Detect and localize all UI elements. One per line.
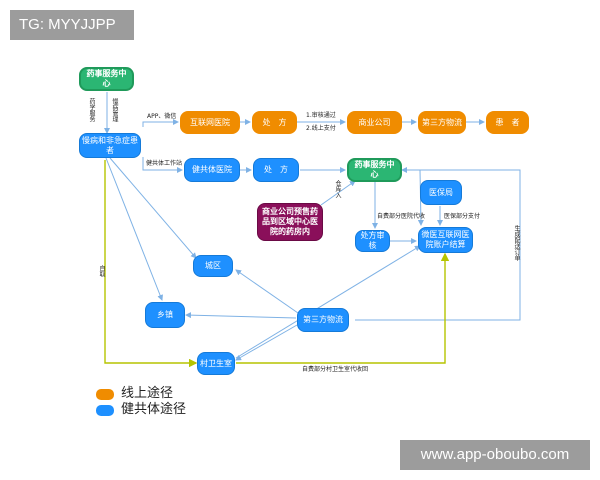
node-prescription-online: 处 方 bbox=[252, 111, 297, 134]
node-pharmacy-center-top: 药事服务中心 bbox=[79, 67, 134, 91]
label-gongti-station: 健共体工作站 bbox=[146, 160, 183, 167]
label-review-pass: 1.审核通过 bbox=[306, 112, 336, 119]
node-community-hospital: 健共体医院 bbox=[184, 158, 240, 182]
node-village: 乡镇 bbox=[145, 302, 185, 328]
label-app-wechat: APP、微信 bbox=[147, 113, 177, 120]
watermark-bottom: www.app-oboubo.com bbox=[400, 440, 590, 470]
label-online-pay: 2.线上支付 bbox=[306, 125, 336, 132]
node-settlement: 微医互联网医院账户结算 bbox=[418, 227, 473, 253]
node-commercial-presale: 商业公司预售药品到区域中心医院的药房内 bbox=[257, 203, 323, 241]
node-patient: 慢病和非急症患者 bbox=[79, 133, 141, 158]
legend-label-gongti: 健共体途径 bbox=[121, 402, 187, 417]
label-self-pay-clinic: 自费部分村卫生室代收回 bbox=[302, 366, 369, 373]
node-prescription-gongti: 处 方 bbox=[253, 158, 299, 182]
node-patient-end: 患 者 bbox=[486, 111, 529, 134]
node-prescription-review: 处方审核 bbox=[355, 230, 390, 252]
watermark-top: TG: MYYJJPP bbox=[10, 10, 134, 40]
legend-label-online: 线上途径 bbox=[121, 386, 174, 401]
label-insurance-pay: 医保部分支付 bbox=[444, 213, 481, 220]
node-internet-hospital: 互联网医院 bbox=[180, 111, 240, 134]
node-insurance-bureau: 医保局 bbox=[420, 180, 462, 205]
label-chronic-mgmt: 慢病管理 bbox=[111, 98, 118, 122]
label-self-pickup: 自取 bbox=[98, 265, 105, 277]
node-commercial-company: 商业公司 bbox=[347, 111, 402, 134]
label-deliver-in: 仓库入 bbox=[334, 180, 341, 198]
node-third-logistics-bottom: 第三方物流 bbox=[297, 308, 349, 332]
node-town: 城区 bbox=[193, 255, 233, 277]
legend-swatch-online bbox=[96, 389, 114, 400]
legend-swatch-gongti bbox=[96, 405, 114, 416]
node-village-clinic: 村卫生室 bbox=[197, 352, 235, 375]
node-third-logistics-top: 第三方物流 bbox=[418, 111, 466, 134]
label-self-pay-collect: 自费部分医院代收 bbox=[377, 213, 426, 220]
node-pharmacy-center-mid: 药事服务中心 bbox=[347, 158, 402, 182]
label-generate-order: 生成配送订单 bbox=[513, 225, 520, 261]
label-pharm-service: 药学服务 bbox=[88, 98, 95, 122]
